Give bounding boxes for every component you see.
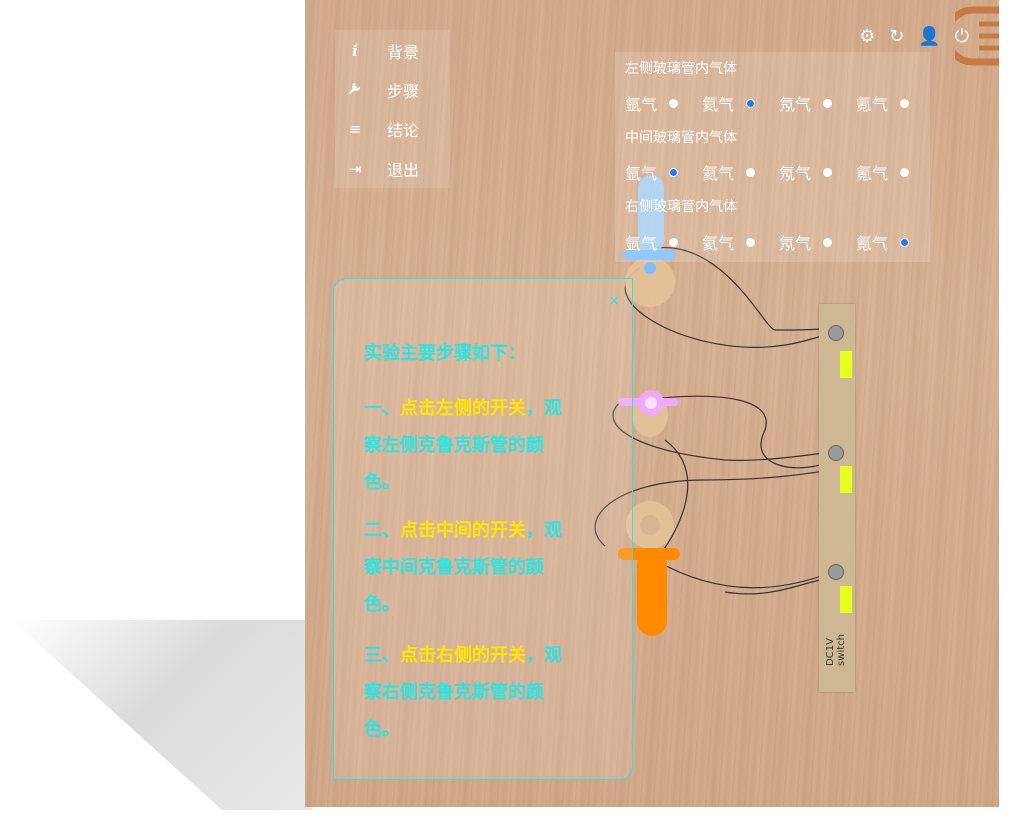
gas-option-helium[interactable]: 氦气 xyxy=(702,160,779,184)
radio-button[interactable] xyxy=(669,98,679,108)
lab-stage: i 背景 步骤 ≡ 结论 ⇥ 退出 ⚙ ↻ 👤 ⏻ 左侧玻璃管内气体 氩气 xyxy=(305,0,999,807)
gas-option-label: 氪气 xyxy=(856,95,889,114)
gas-option-argon[interactable]: 氩气 xyxy=(625,91,702,115)
radio-button[interactable] xyxy=(746,237,756,247)
radio-button[interactable] xyxy=(823,167,833,177)
left-switch[interactable] xyxy=(840,351,852,378)
right-switch[interactable] xyxy=(840,586,852,613)
menu-item-label: 结论 xyxy=(387,121,420,140)
gas-option-label: 氖气 xyxy=(779,95,812,114)
step-2: 二、点击中间的开关，观察中间克鲁克斯管的颜色。 xyxy=(364,512,579,623)
exit-icon: ⇥ xyxy=(348,160,362,178)
board-label: DC1V switch xyxy=(825,634,847,666)
left-crookes-tube xyxy=(623,175,675,307)
steps-intro: 实验主要步骤如下： xyxy=(364,343,526,364)
terminal-right[interactable] xyxy=(828,564,844,580)
step-prefix: 二、 xyxy=(364,520,400,541)
circuit-drawing xyxy=(594,175,834,636)
middle-tube-gas-title: 中间玻璃管内气体 xyxy=(625,130,737,146)
step-1: 一、点击左侧的开关，观察左侧克鲁克斯管的颜色。 xyxy=(364,390,579,501)
gas-option-neon[interactable]: 氖气 xyxy=(779,230,856,254)
gear-icon[interactable]: ⚙ xyxy=(859,26,876,47)
step-highlight: 点击中间的开关 xyxy=(400,520,526,541)
gas-option-label: 氦气 xyxy=(702,234,735,253)
radio-button[interactable] xyxy=(746,98,756,108)
gas-option-label: 氖气 xyxy=(779,234,812,253)
gas-option-krypton[interactable]: 氪气 xyxy=(856,91,933,115)
radio-button[interactable] xyxy=(900,237,910,247)
left-tube-gas-options: 氩气 氦气 氖气 氪气 xyxy=(625,91,933,115)
logo-icon xyxy=(955,6,999,66)
menu-item-background[interactable]: i 背景 xyxy=(335,36,450,66)
gas-option-label: 氪气 xyxy=(856,234,889,253)
menu-item-conclusion[interactable]: ≡ 结论 xyxy=(335,114,450,144)
reset-icon[interactable]: ↻ xyxy=(889,26,905,47)
gas-option-label: 氩气 xyxy=(625,164,658,183)
step-highlight: 点击右侧的开关 xyxy=(400,645,526,666)
right-tube-gas-title: 右侧玻璃管内气体 xyxy=(625,199,737,215)
menu-item-exit[interactable]: ⇥ 退出 xyxy=(335,154,450,184)
close-icon[interactable]: × xyxy=(608,293,620,309)
steps-dialog: × 实验主要步骤如下： 一、点击左侧的开关，观察左侧克鲁克斯管的颜色。 二、点击… xyxy=(333,278,633,780)
menu-item-label: 背景 xyxy=(387,43,420,62)
terminal-middle[interactable] xyxy=(828,445,844,461)
info-icon: i xyxy=(352,42,358,60)
radio-button[interactable] xyxy=(746,167,756,177)
radio-button[interactable] xyxy=(669,237,679,247)
gas-option-label: 氖气 xyxy=(779,164,812,183)
gas-option-krypton[interactable]: 氪气 xyxy=(856,230,933,254)
side-menu: i 背景 步骤 ≡ 结论 ⇥ 退出 xyxy=(335,30,450,188)
step-text: ，观察中间克鲁克斯管的颜色。 xyxy=(364,520,562,615)
radio-button[interactable] xyxy=(823,98,833,108)
gas-option-neon[interactable]: 氖气 xyxy=(779,160,856,184)
middle-crookes-tube xyxy=(618,390,678,437)
user-icon[interactable]: 👤 xyxy=(918,26,941,47)
radio-button[interactable] xyxy=(669,167,679,177)
gas-option-label: 氦气 xyxy=(702,95,735,114)
right-crookes-tube xyxy=(618,501,680,636)
wrench-icon xyxy=(335,81,375,99)
menu-item-label: 退出 xyxy=(387,161,420,180)
top-toolbar: ⚙ ↻ 👤 ⏻ xyxy=(859,26,969,47)
gas-option-neon[interactable]: 氖气 xyxy=(779,91,856,115)
gas-option-krypton[interactable]: 氪气 xyxy=(856,160,933,184)
gas-option-label: 氩气 xyxy=(625,95,658,114)
page-shadow xyxy=(12,620,312,810)
radio-button[interactable] xyxy=(900,98,910,108)
gas-option-label: 氩气 xyxy=(625,234,658,253)
left-tube-gas-title: 左侧玻璃管内气体 xyxy=(625,61,737,77)
step-text: ，观察右侧克鲁克斯管的颜色。 xyxy=(364,645,562,740)
switch-board: DC1V switch xyxy=(819,304,855,692)
radio-button[interactable] xyxy=(823,237,833,247)
gas-option-label: 氪气 xyxy=(856,164,889,183)
step-highlight: 点击左侧的开关 xyxy=(400,398,526,419)
gas-option-argon[interactable]: 氩气 xyxy=(625,160,702,184)
radio-button[interactable] xyxy=(900,167,910,177)
list-icon: ≡ xyxy=(348,120,362,138)
middle-tube-gas-options: 氩气 氦气 氖气 氪气 xyxy=(625,160,933,184)
power-icon[interactable]: ⏻ xyxy=(954,26,969,47)
step-3: 三、点击右侧的开关，观察右侧克鲁克斯管的颜色。 xyxy=(364,637,579,748)
board-label-line2: switch xyxy=(836,634,847,666)
board-label-line1: DC1V xyxy=(825,638,836,666)
gas-option-helium[interactable]: 氦气 xyxy=(702,91,779,115)
step-prefix: 一、 xyxy=(364,398,400,419)
step-text: ，观察左侧克鲁克斯管的颜色。 xyxy=(364,398,562,493)
middle-switch[interactable] xyxy=(840,466,852,493)
menu-item-steps[interactable]: 步骤 xyxy=(335,75,450,105)
right-tube-gas-options: 氩气 氦气 氖气 氪气 xyxy=(625,230,933,254)
menu-item-label: 步骤 xyxy=(387,82,420,101)
gas-option-argon[interactable]: 氩气 xyxy=(625,230,702,254)
gas-option-label: 氦气 xyxy=(702,164,735,183)
terminal-left[interactable] xyxy=(828,325,844,341)
step-prefix: 三、 xyxy=(364,645,400,666)
gas-selection-panel: 左侧玻璃管内气体 氩气 氦气 氖气 氪气 中间玻璃管内气体 氩气 氦气 氖气 氪… xyxy=(615,52,930,262)
gas-option-helium[interactable]: 氦气 xyxy=(702,230,779,254)
